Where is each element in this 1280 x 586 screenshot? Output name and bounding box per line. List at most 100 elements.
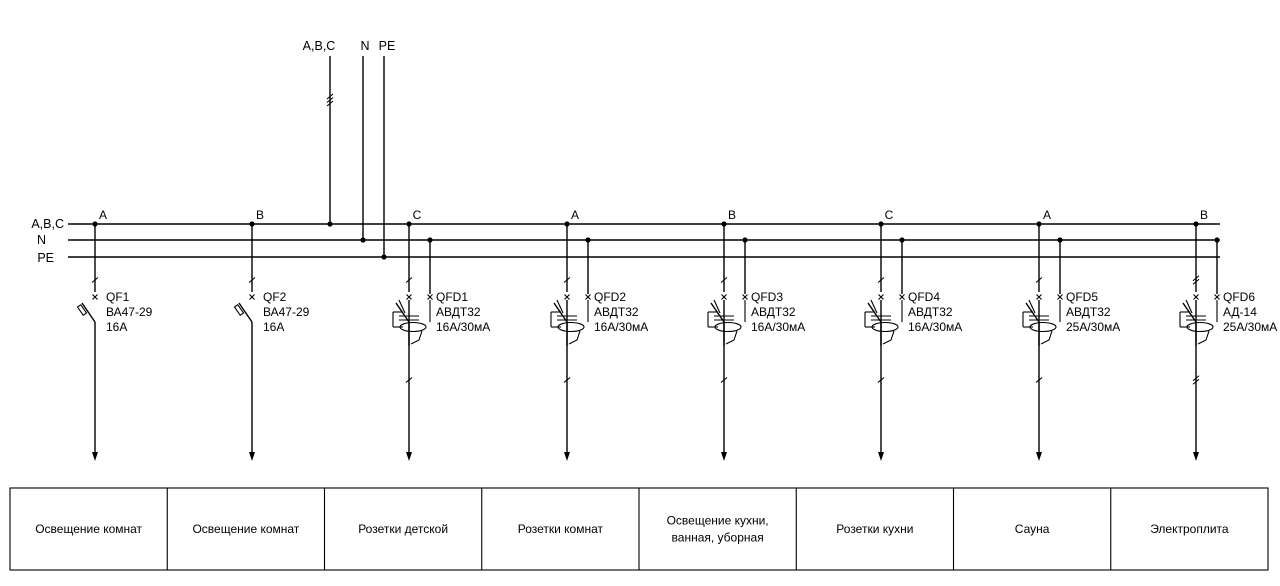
circuit-lower-ticks	[877, 377, 885, 383]
feeder-phase-label: A,B,C	[303, 39, 336, 53]
rcd-blade-left	[1028, 299, 1036, 314]
circuit-lower-ticks	[1035, 377, 1043, 383]
circuit-end-arrow	[721, 452, 727, 461]
feeder-3phase-ticks-tick	[326, 93, 334, 100]
circuit-device-type: ВА47-29	[263, 305, 310, 319]
circuit-upper-ticks-tick	[1192, 275, 1200, 282]
circuit-breaker-cross-b	[878, 294, 884, 300]
circuit-neutral-cross	[899, 294, 905, 300]
circuit-lower-ticks	[1192, 375, 1200, 385]
circuit-rating: 16А/30мА	[436, 320, 490, 334]
circuit-designation: QFD2	[594, 290, 626, 304]
circuit-lower-ticks	[720, 377, 728, 383]
circuit-device-type: АВДТ32	[594, 305, 639, 319]
circuit-device-type: АВДТ32	[436, 305, 481, 319]
rcd-blade-left	[870, 299, 878, 314]
circuit-breaker-cross	[406, 294, 412, 300]
circuit-lower-ticks	[563, 377, 571, 383]
circuit-device-type: АД-14	[1223, 305, 1257, 319]
circuit-phase-label: A	[1043, 208, 1051, 222]
load-cell-text: Сауна	[1015, 522, 1050, 536]
circuit-end-arrow	[1036, 452, 1042, 461]
circuit-upper-ticks	[720, 277, 728, 283]
circuit-neutral-cross-b	[585, 294, 591, 300]
circuit-lower-ticks-tick	[1192, 378, 1200, 385]
circuit-breaker-cross	[721, 294, 727, 300]
rcd-sensor-lead	[568, 330, 581, 345]
circuit-upper-ticks-tick	[1035, 277, 1043, 283]
circuit-upper-ticks-tick	[1192, 278, 1200, 285]
circuit-lower-ticks	[405, 377, 413, 383]
circuit-breaker-cross-b	[721, 294, 727, 300]
circuit-upper-ticks-tick	[405, 277, 413, 283]
circuit-lower-ticks-tick	[720, 377, 728, 383]
circuit-neutral-cross	[1214, 294, 1220, 300]
rcd-sensor-ring	[871, 321, 899, 333]
circuit-rating: 16А	[106, 320, 127, 334]
circuit-upper-ticks	[405, 277, 413, 283]
circuit-breaker-blade	[81, 302, 96, 323]
circuit-end-arrow	[92, 452, 98, 461]
circuit-end-arrow	[1193, 452, 1199, 461]
circuit-breaker-cross	[92, 294, 98, 300]
circuit-upper-ticks	[91, 277, 99, 283]
load-cell-text: Розетки комнат	[518, 522, 604, 536]
load-cell-text: ванная, уборная	[672, 531, 764, 545]
rcd-sensor-ring	[714, 321, 742, 333]
circuit-upper-ticks	[248, 277, 256, 283]
circuit-designation: QFD1	[436, 290, 468, 304]
circuit-breaker-cross	[249, 294, 255, 300]
circuit-lower-ticks-tick	[405, 377, 413, 383]
rcd-blade-left	[398, 299, 406, 314]
feeder-3phase-ticks-tick	[326, 100, 334, 107]
circuit-lower-ticks-tick	[877, 377, 885, 383]
circuit-lower-ticks-tick	[1035, 377, 1043, 383]
rcd-sensor-lead	[725, 330, 738, 345]
circuit-device-type: АВДТ32	[908, 305, 953, 319]
circuit-neutral-cross-b	[742, 294, 748, 300]
circuit-device-type: ВА47-29	[106, 305, 153, 319]
rcd-sensor-lead	[882, 330, 895, 345]
circuit-rating: 25А/30мА	[1066, 320, 1120, 334]
feeder-group: A,B,C N PE	[303, 39, 396, 260]
circuit-breaker-cross-b	[1036, 294, 1042, 300]
circuit-lower-ticks-tick	[1192, 375, 1200, 382]
bus-phase-label: A,B,C	[31, 217, 64, 231]
circuit-breaker-blade	[238, 302, 253, 323]
feeder-3phase-ticks-tick	[326, 97, 334, 103]
load-cell-text: Розетки детской	[358, 522, 448, 536]
circuit-phase-label: B	[728, 208, 736, 222]
circuit-breaker-cross	[564, 294, 570, 300]
circuit-blade-mark	[76, 303, 88, 317]
feeder-n-label: N	[360, 39, 369, 53]
load-cell-text: Освещение комнат	[35, 522, 142, 536]
circuit-upper-ticks-tick	[563, 277, 571, 283]
circuit-device-type: АВДТ32	[751, 305, 796, 319]
bus-pe-label: PE	[37, 251, 54, 265]
feeder-pe-label: PE	[379, 39, 396, 53]
circuit-device-type: АВДТ32	[1066, 305, 1111, 319]
rcd-sensor-lead	[410, 330, 423, 345]
circuit-upper-ticks-tick	[248, 277, 256, 283]
circuit-phase-label: A	[99, 208, 107, 222]
circuit-rating: 16А/30мА	[594, 320, 648, 334]
circuit-designation: QFD6	[1223, 290, 1255, 304]
circuit-phase-label: B	[256, 208, 264, 222]
circuit-breaker-cross-b	[92, 294, 98, 300]
circuit-neutral-cross	[1057, 294, 1063, 300]
circuit-rating: 16А/30мА	[908, 320, 962, 334]
circuit-breaker-cross	[1036, 294, 1042, 300]
circuit-end-arrow	[406, 452, 412, 461]
circuit-upper-ticks	[877, 277, 885, 283]
rcd-sensor-lead	[1040, 330, 1053, 345]
rcd-blade-left	[713, 299, 721, 314]
circuit-designation: QFD4	[908, 290, 940, 304]
circuit-phase-label: B	[1200, 208, 1208, 222]
circuit-neutral-cross-b	[1057, 294, 1063, 300]
